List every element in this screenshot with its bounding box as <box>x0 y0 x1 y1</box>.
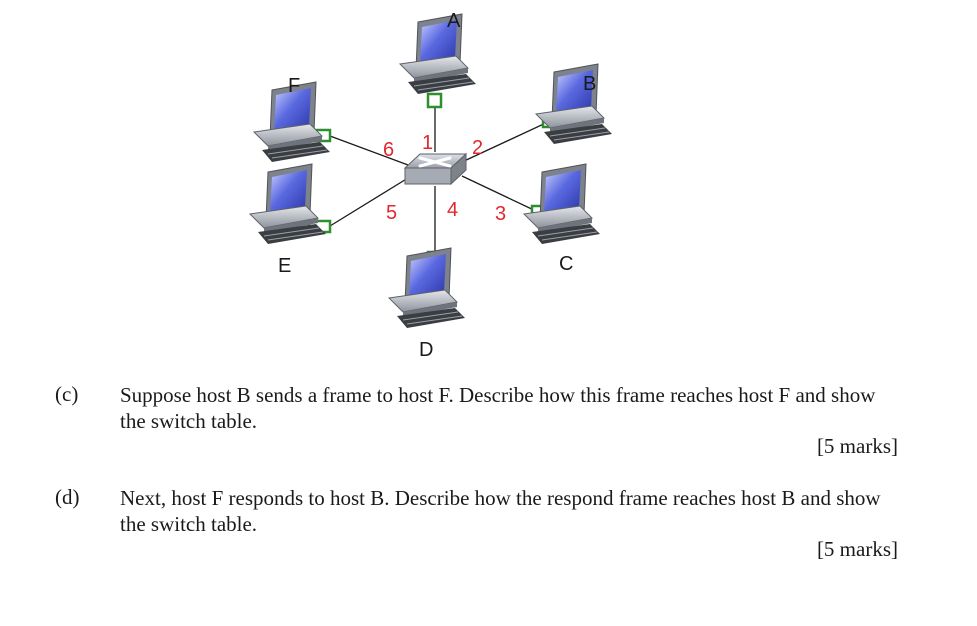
adapter-a <box>426 92 443 109</box>
cables <box>329 108 549 254</box>
port-label-4: 4 <box>447 199 458 221</box>
host-c-computer-icon <box>523 163 601 245</box>
host-label-a: A <box>447 10 461 32</box>
host-e-computer-icon <box>249 163 327 245</box>
host-b-computer-icon <box>535 63 613 145</box>
question-marks: [5 marks] <box>816 537 898 561</box>
host-label-b: B <box>583 73 596 95</box>
port-label-5: 5 <box>386 202 397 224</box>
host-d-computer-icon <box>388 247 466 329</box>
switch-arrows-icon <box>418 156 452 168</box>
port-label-2: 2 <box>472 137 483 159</box>
cable-e <box>329 177 409 227</box>
cable-f <box>329 135 409 166</box>
question-part-label: (c) <box>55 382 79 406</box>
question-marks: [5 marks] <box>816 434 898 458</box>
host-label-e: E <box>278 255 291 277</box>
ethernet-switch <box>403 152 468 186</box>
port-label-3: 3 <box>495 203 506 225</box>
question-text: Suppose host B sends a frame to host F. … <box>120 383 876 433</box>
cable-b <box>461 121 549 163</box>
port-label-6: 6 <box>383 139 394 161</box>
host-label-f: F <box>288 75 300 97</box>
host-label-c: C <box>559 253 573 275</box>
port-label-1: 1 <box>422 132 433 154</box>
question-text: Next, host F responds to host B. Describ… <box>120 486 881 536</box>
question-part-label: (d) <box>55 485 80 509</box>
network-diagram: A B C D E F 1 2 3 4 5 6 <box>249 10 613 361</box>
cable-c <box>461 175 539 213</box>
host-a-computer-icon <box>399 13 477 95</box>
host-label-d: D <box>419 339 433 361</box>
